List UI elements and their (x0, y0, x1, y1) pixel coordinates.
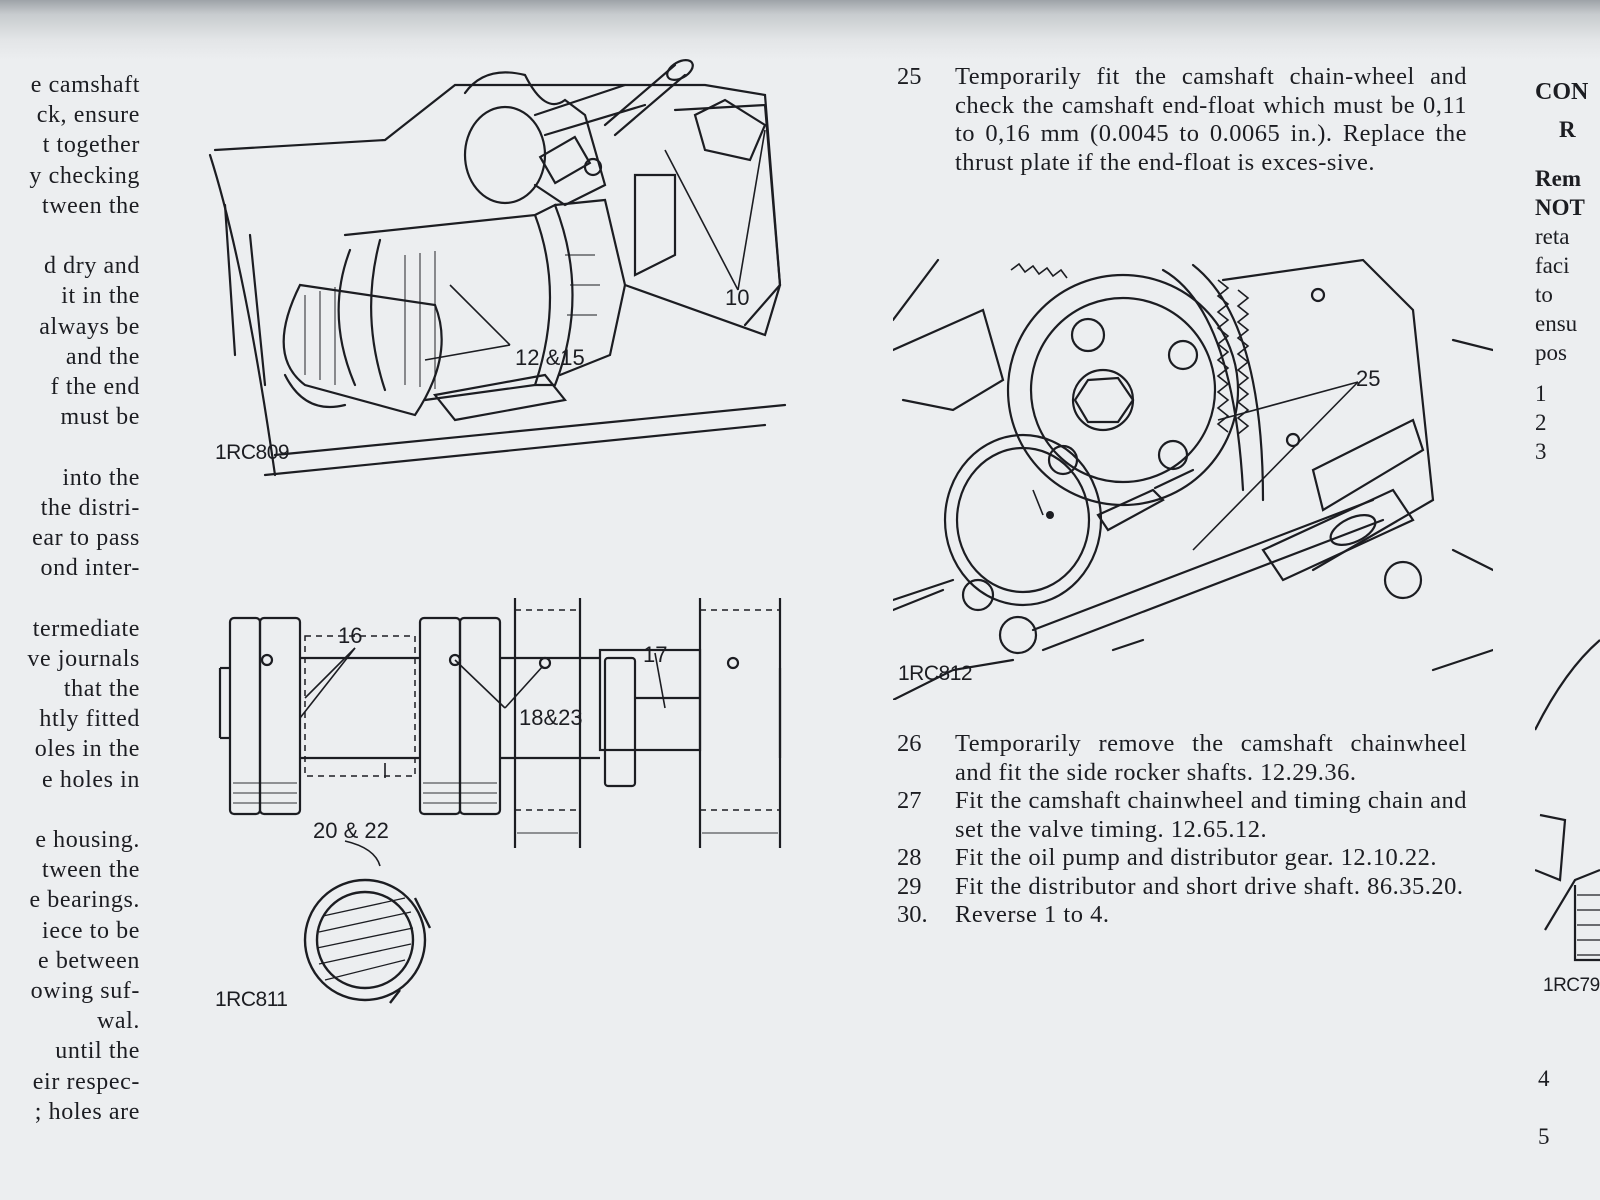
left-text-line: oles in the (34, 736, 140, 763)
left-text-line: d dry and (43, 253, 140, 280)
left-text-line: iece to be (42, 917, 140, 944)
step-number: 28 (897, 844, 922, 871)
callout-10: 10 (725, 285, 750, 310)
left-text-line: always be (39, 313, 140, 340)
left-text-line: owing suf- (30, 978, 140, 1005)
left-text-line: until the (55, 1038, 140, 1065)
left-text-line: e holes in (42, 766, 140, 793)
callout-20-22: 20 & 22 (313, 818, 389, 843)
paragraph-gap (0, 221, 140, 251)
right-text-line: to (1535, 282, 1553, 307)
left-text-line: e camshaft (30, 72, 140, 98)
right-subheading: R (1559, 117, 1576, 142)
callout-25: 25 (1356, 366, 1381, 391)
callout-16: 16 (338, 623, 363, 648)
paragraph-gap (0, 432, 140, 462)
right-text-line: ensu (1535, 311, 1578, 336)
left-text-line: termediate (32, 615, 140, 642)
step-number: 25 (897, 63, 922, 90)
left-text-line: t together (42, 132, 140, 159)
left-text-line: ond inter- (40, 555, 140, 582)
paragraph-gap (0, 795, 140, 825)
figure-1rc809: 1RC809 10 12 &15 (205, 55, 805, 485)
right-text-line: reta (1535, 224, 1570, 249)
left-text-line: htly fitted (39, 706, 140, 733)
figure-id-1rc809: 1RC809 (215, 441, 290, 464)
page-top-edge (0, 0, 1600, 60)
left-text-line: ve journals (27, 645, 140, 672)
step-list-top: 25 Temporarily fit the camshaft chain-whe… (897, 63, 1467, 177)
left-text-line: into the (62, 464, 140, 491)
step-list-bottom: 26 Temporarily remove the camshaft chainw… (897, 730, 1467, 930)
right-numbers: 1 2 3 (1535, 379, 1600, 466)
figure-id-1rc812: 1RC812 (898, 662, 973, 685)
left-text-line: ; holes are (34, 1098, 140, 1125)
figure-id-right: 1RC79 (1543, 975, 1600, 996)
left-text-line: it in the (61, 283, 140, 310)
right-text-line: NOT (1535, 195, 1585, 220)
step-item: 25 Temporarily fit the camshaft chain-whe… (897, 63, 1467, 177)
right-text-line: pos (1535, 340, 1567, 365)
left-text-line: wal. (96, 1008, 140, 1035)
step-text: Fit the camshaft chainwheel and timing c… (955, 787, 1467, 843)
step-text: Reverse 1 to 4. (955, 901, 1110, 928)
callout-18-23: 18&23 (519, 705, 583, 730)
step-number: 30. (897, 901, 928, 928)
left-text-line: tween the (41, 192, 140, 219)
figure-right-fragment: 1RC79 (1535, 630, 1600, 1010)
right-text-line: faci (1535, 253, 1570, 278)
dial-gauge-drawing (893, 258, 1493, 700)
right-bottom-number: 5 (1538, 1124, 1550, 1149)
left-text-line: tween the (41, 857, 140, 884)
left-text-line: ear to pass (32, 525, 140, 552)
step-item: 30. Reverse 1 to 4. (897, 901, 1467, 930)
right-heading: CON (1535, 79, 1589, 105)
step-item: 29 Fit the distributor and short drive sh… (897, 873, 1467, 902)
step-number: 26 (897, 730, 922, 757)
left-text-line: e bearings. (29, 887, 140, 914)
callout-17: 17 (643, 642, 668, 667)
right-text-line: Rem (1535, 166, 1581, 191)
left-text-line: f the end (50, 374, 140, 401)
left-text-line: ck, ensure (36, 102, 140, 129)
callout-12-15: 12 &15 (515, 345, 585, 370)
step-item: 26 Temporarily remove the camshaft chainw… (897, 730, 1467, 787)
figure-id-1rc811: 1RC811 (215, 988, 288, 1011)
step-number: 29 (897, 872, 922, 900)
left-text-line: must be (60, 404, 140, 431)
step-text: Temporarily remove the camshaft chainwhe… (955, 730, 1467, 786)
left-text-line: the distri- (40, 494, 140, 521)
camshaft-journal-drawing (218, 598, 782, 1004)
right-bottom-number: 4 (1538, 1066, 1550, 1091)
left-text-line: y checking (29, 162, 140, 189)
step-text: Temporarily fit the camshaft chain-wheel… (955, 63, 1467, 176)
right-number: 1 (1535, 381, 1547, 406)
left-text-line: and the (65, 343, 140, 370)
right-number: 2 (1535, 410, 1547, 435)
paragraph-gap (0, 583, 140, 613)
step-item: 28 Fit the oil pump and distributor gear.… (897, 844, 1467, 873)
step-text: Fit the distributor and short drive shaf… (955, 872, 1464, 900)
figure-1rc812: 1RC812 25 (893, 250, 1493, 700)
step-text: Fit the oil pump and distributor gear. 1… (955, 844, 1437, 871)
left-text-line: e between (37, 947, 140, 974)
left-text-line: e housing. (35, 827, 140, 854)
left-column-text: e camshaft ck, ensure t together y checking… (0, 70, 140, 1127)
camshaft-bearing-drawing (208, 59, 787, 477)
step-item: 27 Fit the camshaft chainwheel and timing… (897, 787, 1467, 844)
left-text-line: that the (63, 676, 140, 703)
right-figure-drawing (1535, 639, 1600, 962)
figure-1rc811: 1RC811 16 17 18&23 20 & 22 (205, 598, 805, 1038)
right-number: 3 (1535, 439, 1547, 464)
step-number: 27 (897, 787, 922, 814)
left-text-line: eir respec- (32, 1068, 140, 1095)
